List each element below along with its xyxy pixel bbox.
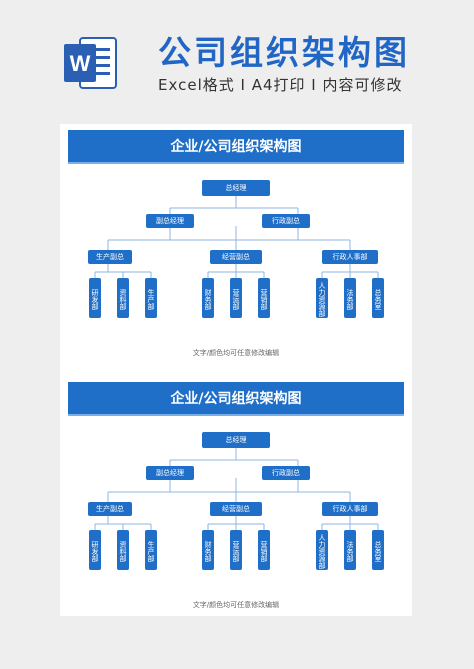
leaf-node: 研发部 [89,530,101,570]
leaf-node: 生产部 [145,530,157,570]
level2-node: 行政副总 [262,214,310,228]
leaf-node: 营运部 [230,530,242,570]
leaf-node: 人力资源部 [316,530,328,570]
level3-node: 行政人事部 [322,502,378,516]
leaf-node: 法务部 [344,278,356,318]
page-header: W 公司组织架构图 Excel格式 I A4打印 I 内容可修改 [0,0,474,112]
level2-node: 副总经理 [146,466,194,480]
panel-title: 企业/公司组织架构图 [68,382,404,414]
panel-title: 企业/公司组织架构图 [68,130,404,162]
edit-caption: 文字/颜色均可任意修改编辑 [192,349,280,357]
leaf-node: 研发部 [89,278,101,318]
leaf-node: 资料部 [117,278,129,318]
word-icon-letter: W [70,51,91,76]
level3-node: 行政人事部 [322,250,378,264]
word-document-icon: W [62,34,118,92]
leaf-node: 营运部 [230,278,242,318]
leaf-node: 资料部 [117,530,129,570]
connector-lines [94,196,379,278]
leaf-node: 财务部 [202,278,214,318]
leaf-node: 生产部 [145,278,157,318]
leaf-node: 营销部 [258,530,270,570]
page-title: 公司组织架构图 [158,33,410,72]
edit-caption: 文字/颜色均可任意修改编辑 [192,601,280,609]
level2-node: 副总经理 [146,214,194,228]
leaf-node: 财务部 [202,530,214,570]
leaf-node: 法务部 [344,530,356,570]
level3-node: 生产副总 [88,250,132,264]
leaf-node: 总务室 [372,530,384,570]
document-sheet: 企业/公司组织架构图 总经理 副总经理 行政副总 生产副总 经营副总 行政人事部… [60,124,412,616]
level3-node: 生产副总 [88,502,132,516]
connector-lines [94,448,379,530]
root-node: 总经理 [202,432,270,448]
level2-node: 行政副总 [262,466,310,480]
org-chart-panel: 企业/公司组织架构图 总经理 副总经理 行政副总 生产副总 经营副总 行政人事部… [60,376,412,616]
page-subtitle: Excel格式 I A4打印 I 内容可修改 [158,76,403,94]
leaf-node: 人力资源部 [316,278,328,318]
footer-strip [0,628,474,669]
level3-node: 经营副总 [210,250,262,264]
level3-node: 经营副总 [210,502,262,516]
leaf-node: 总务室 [372,278,384,318]
leaf-node: 营销部 [258,278,270,318]
org-chart-panel: 企业/公司组织架构图 总经理 副总经理 行政副总 生产副总 经营副总 行政人事部… [60,124,412,364]
root-node: 总经理 [202,180,270,196]
